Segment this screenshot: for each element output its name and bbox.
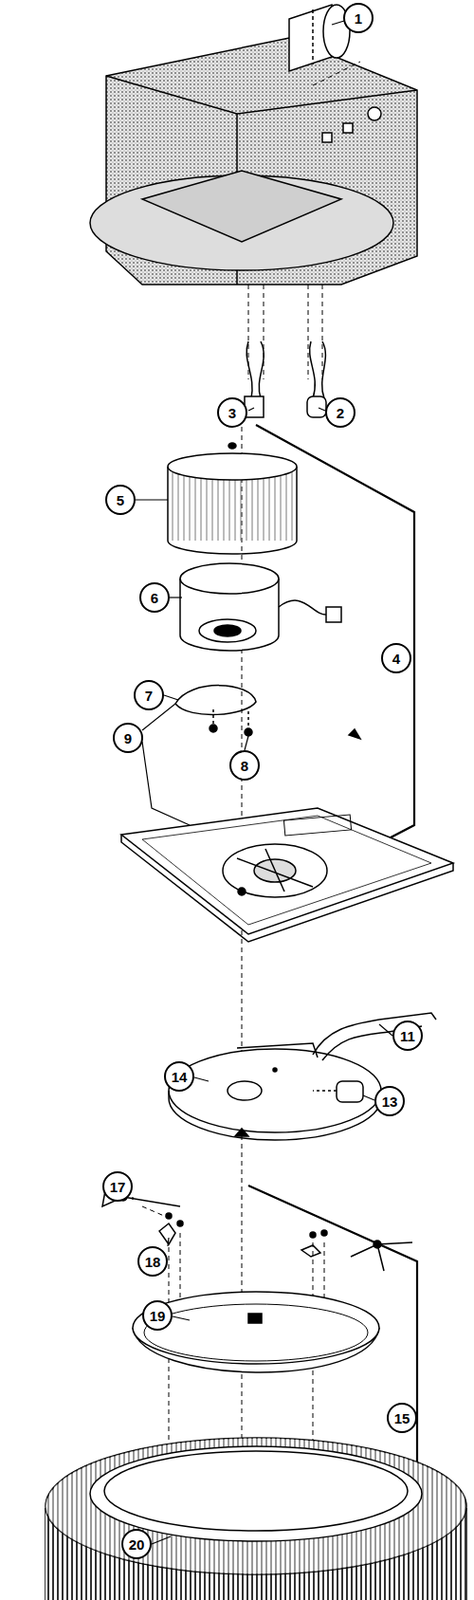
leader-lines: [132, 20, 393, 1544]
callout-number: 8: [229, 749, 260, 781]
callout-number: 7: [133, 679, 165, 711]
callout-number: 15: [386, 1402, 418, 1433]
callout-number: 14: [164, 1060, 195, 1092]
callout-number: 20: [121, 1528, 152, 1559]
callout-number: 2: [325, 397, 356, 428]
callout-number: 1: [343, 2, 374, 34]
callout-number: 17: [102, 1170, 133, 1202]
callout-number: 5: [105, 484, 136, 515]
callout-number: 3: [217, 397, 248, 428]
callout-number: 4: [381, 642, 412, 674]
callout-number: 9: [112, 722, 144, 753]
callout-number: 6: [139, 582, 170, 613]
callout-number: 19: [142, 1299, 173, 1331]
callout-number: 13: [374, 1085, 405, 1116]
callout-number: 11: [392, 1020, 423, 1051]
callout-number: 18: [137, 1245, 168, 1277]
